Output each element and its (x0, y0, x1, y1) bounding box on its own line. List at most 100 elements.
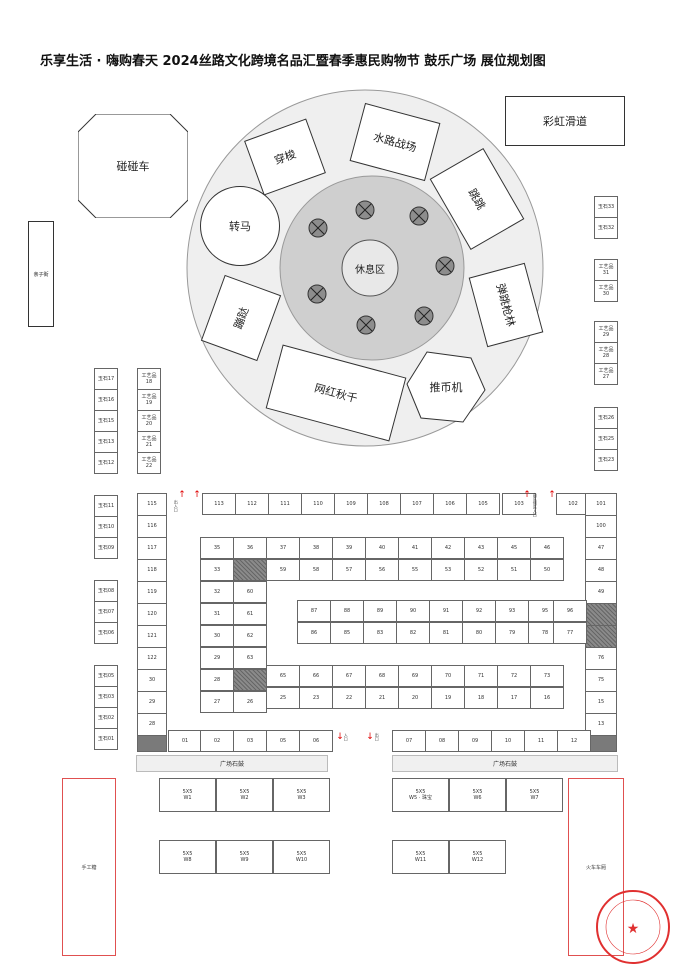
booth-cell[interactable]: 10 (491, 730, 525, 752)
booth-cell[interactable]: 50 (530, 559, 564, 581)
booth-cell[interactable]: 61 (233, 603, 267, 625)
exit-top-marker: ↑ (191, 491, 203, 500)
handcraft-candy-zone: 手工糖 (62, 778, 116, 956)
booth-cell[interactable]: 86 (297, 622, 331, 644)
vip-entrance: 由东侧进入口 (532, 493, 544, 517)
booth-cell[interactable]: 113 (202, 493, 236, 515)
booth-cell[interactable]: 46 (530, 537, 564, 559)
booth-cell[interactable]: 21 (365, 687, 399, 709)
booth-cell[interactable]: 16 (530, 687, 564, 709)
booth-cell[interactable]: 65 (266, 665, 300, 687)
booth-cell[interactable]: 玉石05 (94, 665, 118, 687)
booth-cell[interactable]: 30 (200, 625, 234, 647)
booth-cell[interactable] (233, 559, 267, 581)
stall-size: 5X5 (529, 788, 540, 795)
ride-coin-machine: 推币机 (405, 348, 487, 426)
booth-cell[interactable]: 92 (462, 600, 496, 622)
stall-id: W12 (471, 857, 484, 863)
stall-id: W9 (240, 857, 249, 863)
booth-cell[interactable]: 工艺品 19 (137, 389, 161, 411)
booth-cell[interactable]: 63 (233, 647, 267, 669)
booth-cell[interactable]: 105 (466, 493, 500, 515)
booth-cell[interactable]: 12 (557, 730, 591, 752)
booth-cell[interactable]: 60 (233, 581, 267, 603)
booth-cell[interactable]: 121 (137, 625, 167, 648)
booth-cell[interactable]: 工艺品 27 (594, 363, 618, 385)
booth-cell[interactable]: 玉石09 (94, 537, 118, 559)
booth-cell[interactable]: 88 (330, 600, 364, 622)
booth-cell[interactable]: 玉石07 (94, 601, 118, 623)
booth-cell[interactable]: 90 (396, 600, 430, 622)
entrance-mid-label: 入口 (343, 733, 349, 741)
booth-cell[interactable]: 62 (233, 625, 267, 647)
booth-cell[interactable]: 103 (502, 493, 536, 515)
rest-circle (341, 239, 399, 297)
booth-cell[interactable]: 11 (524, 730, 558, 752)
booth-cell[interactable]: 玉石01 (94, 728, 118, 750)
stall-size: 5X5 (415, 788, 426, 795)
entrance-left-label: 出入口 (173, 500, 179, 512)
plaza-stone-left: 广场石鼓 (136, 755, 328, 772)
booth-cell[interactable]: 工艺品 22 (137, 452, 161, 474)
entrance-right: ↑ (520, 491, 534, 500)
booth-cell[interactable]: 27 (200, 691, 234, 713)
stall-id: W11 (414, 857, 427, 863)
booth-cell[interactable] (233, 669, 267, 691)
svg-text:★: ★ (627, 921, 640, 937)
booth-cell[interactable]: 22 (332, 687, 366, 709)
booth-cell[interactable]: 玉石03 (94, 686, 118, 708)
booth-cell[interactable]: 77 (553, 622, 587, 644)
booth-cell[interactable]: 29 (137, 691, 167, 714)
booth-cell[interactable]: 115 (137, 493, 167, 516)
booth-cell[interactable]: 75 (585, 669, 617, 692)
booth-cell[interactable]: 52 (464, 559, 498, 581)
table-x-icon (307, 284, 327, 304)
booth-cell[interactable]: 玉石06 (94, 622, 118, 644)
booth-cell[interactable]: 96 (553, 600, 587, 622)
booth-cell[interactable]: 玉石12 (94, 452, 118, 474)
booth-cell[interactable]: 68 (365, 665, 399, 687)
booth-cell[interactable]: 36 (233, 537, 267, 559)
arrow-up-icon: ↑ (178, 490, 186, 500)
booth-cell[interactable]: 玉石32 (594, 217, 618, 239)
table-x-icon (409, 206, 429, 226)
exit-mid-label: 出口 (374, 733, 380, 741)
booth-cell[interactable]: 106 (433, 493, 467, 515)
table-x-icon (435, 256, 455, 276)
booth-cell[interactable]: 26 (233, 691, 267, 713)
booth-cell[interactable]: 80 (462, 622, 496, 644)
exit-mid: ↓ (364, 733, 376, 742)
booth-cell[interactable] (137, 735, 167, 752)
booth-cell[interactable]: 工艺品 30 (594, 280, 618, 302)
booth-cell[interactable]: 09 (458, 730, 492, 752)
entrance-mid: ↓ (334, 733, 346, 742)
booth-cell[interactable] (585, 625, 617, 648)
booth-cell[interactable]: 67 (332, 665, 366, 687)
arrow-up-icon: ↑ (523, 490, 531, 500)
booth-cell[interactable]: 73 (530, 665, 564, 687)
booth-cell[interactable]: 玉石23 (594, 449, 618, 471)
booth-cell[interactable]: 06 (299, 730, 333, 752)
booth-cell[interactable]: 87 (297, 600, 331, 622)
stall-id: W3 (297, 795, 306, 801)
table-x-icon (308, 218, 328, 238)
booth-cell[interactable]: 89 (363, 600, 397, 622)
booth-cell[interactable]: 39 (332, 537, 366, 559)
table-x-icon (414, 306, 434, 326)
booth-cell[interactable]: 31 (200, 603, 234, 625)
booth-cell[interactable]: 71 (464, 665, 498, 687)
booth-cell[interactable]: 18 (464, 687, 498, 709)
